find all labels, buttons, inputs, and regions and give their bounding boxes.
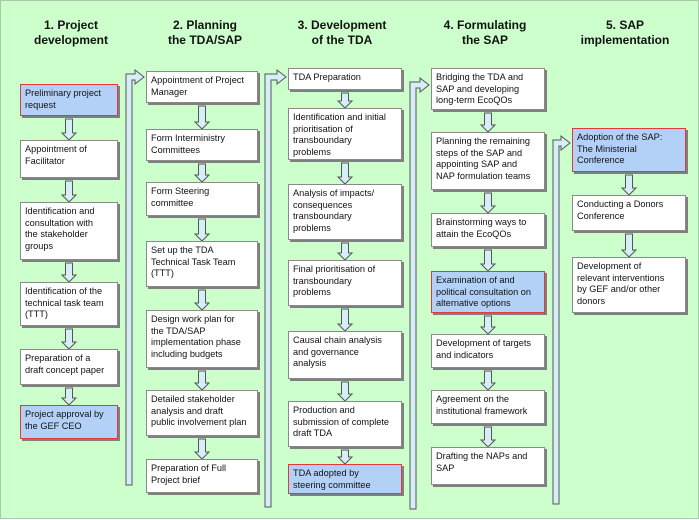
down-arrow [336,92,354,109]
down-arrow [336,162,354,185]
down-arrow [193,289,211,311]
column-2-title: 2. Planning the TDA/SAP [167,18,242,47]
step-box: Form Interministry Committees [146,129,258,161]
step-box: Preparation of Full Project brief [146,459,258,493]
down-arrow [336,308,354,332]
step-box: TDA Preparation [288,68,402,90]
step-box: Preliminary project request [20,84,118,116]
down-arrow [193,370,211,391]
step-box: Development of relevant interventions by… [572,257,686,313]
column-5-title: 5. SAP implementation [580,18,670,47]
column-4-title: 4. Formulating the SAP [443,18,527,47]
step-box: Agreement on the institutional framework [431,390,545,424]
down-arrow [479,315,497,335]
down-arrow [60,118,78,141]
down-arrow [479,426,497,448]
column-3-title: 3. Development of the TDA [297,18,387,47]
down-arrow [60,180,78,203]
step-box: Bridging the TDA and SAP and developing … [431,68,545,110]
step-box: Production and submission of complete dr… [288,401,402,447]
step-box: Project approval by the GEF CEO [20,405,118,439]
column-connector-arrow [552,134,571,505]
step-box: Identification and initial prioritisatio… [288,108,402,160]
step-box: Appointment of Facilitator [20,140,118,178]
step-box: TDA adopted by steering committee [288,464,402,494]
step-box: Design work plan for the TDA/SAP impleme… [146,310,258,368]
step-box: Conducting a Donors Conference [572,195,686,231]
step-box: Final prioritisation of transboundary pr… [288,260,402,306]
step-box: Appointment of Project Manager [146,71,258,103]
step-box: Planning the remaining steps of the SAP … [431,132,545,190]
column-connector-arrow [125,68,145,486]
step-box: Adoption of the SAP: The Ministerial Con… [572,128,686,172]
down-arrow [193,218,211,242]
down-arrow [60,262,78,283]
down-arrow [60,387,78,406]
step-box: Analysis of impacts/ consequences transb… [288,184,402,240]
down-arrow [336,449,354,465]
down-arrow [193,105,211,130]
down-arrow [336,381,354,402]
step-box: Detailed stakeholder analysis and draft … [146,390,258,436]
down-arrow [193,163,211,183]
step-box: Examination of and political consultatio… [431,271,545,313]
down-arrow [620,233,638,258]
column-connector-arrow [409,76,430,510]
down-arrow [620,174,638,196]
down-arrow [479,249,497,272]
step-box: Set up the TDA Technical Task Team (TTT) [146,241,258,287]
step-box: Development of targets and indicators [431,334,545,368]
column-connector-arrow [264,68,287,508]
down-arrow [193,438,211,460]
down-arrow [336,242,354,261]
down-arrow [479,112,497,133]
step-box: Identification of the technical task tea… [20,282,118,326]
step-box: Identification and consultation with the… [20,202,118,260]
down-arrow [479,192,497,214]
down-arrow [479,370,497,391]
column-1-title: 1. Project development [33,18,108,47]
step-box: Preparation of a draft concept paper [20,349,118,385]
step-box: Causal chain analysis and governance ana… [288,331,402,379]
step-box: Brainstorming ways to attain the EcoQOs [431,213,545,247]
step-box: Drafting the NAPs and SAP [431,447,545,485]
down-arrow [60,328,78,350]
step-box: Form Steering committee [146,182,258,216]
